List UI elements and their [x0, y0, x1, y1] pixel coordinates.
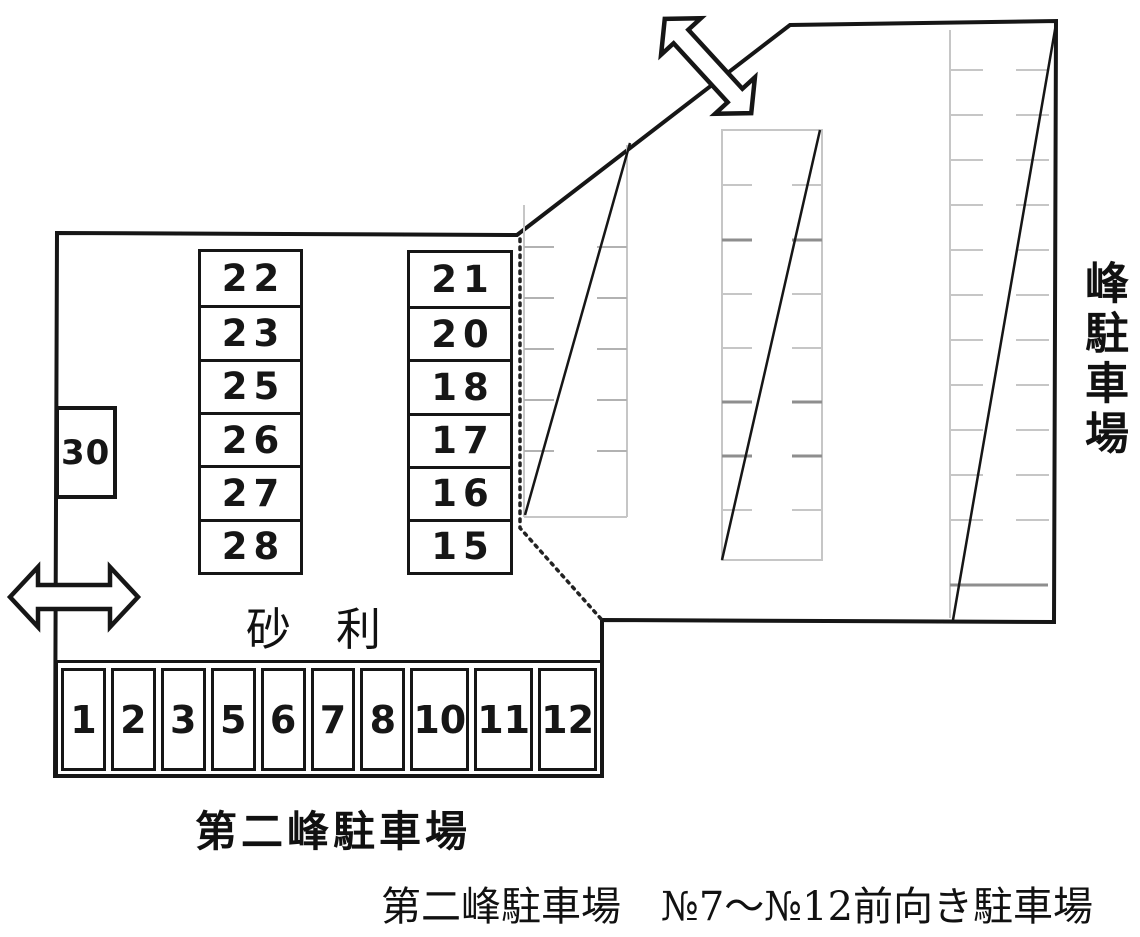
parking-space: 8 — [360, 668, 406, 771]
parking-space: 12 — [538, 668, 598, 771]
crossed-out-stroke-c — [951, 23, 1058, 621]
parking-space: 23 — [201, 305, 300, 358]
adjacent-lot-label: 峰駐車場 — [1077, 260, 1128, 460]
parking-space: 25 — [201, 358, 300, 412]
parking-space: 15 — [410, 518, 510, 572]
dotted-boundary — [518, 237, 604, 622]
faint-stalls-column-c — [949, 30, 1049, 618]
parking-space: 21 — [431, 258, 495, 302]
parking-space: 26 — [201, 411, 300, 465]
crossed-out-stroke-b — [720, 129, 822, 561]
parking-space: 5 — [210, 668, 256, 771]
parking-space: 18 — [410, 359, 510, 412]
parking-space: 11 — [474, 668, 534, 771]
parking-space: 10 — [410, 668, 470, 771]
parking-space: 27 — [201, 465, 300, 518]
parking-space-30: 30 — [55, 406, 117, 499]
parking-space: 1 — [61, 668, 106, 771]
lot-title: 第二峰駐車場 — [195, 807, 472, 856]
parking-space: 6 — [260, 668, 306, 771]
stall-column-west: 22 23 25 26 27 28 — [198, 249, 303, 575]
parking-space: 2 — [110, 668, 156, 771]
parking-space: 17 — [410, 412, 510, 466]
parking-space: 28 — [201, 518, 300, 572]
faint-stalls-column-b-dark-ticks — [722, 238, 822, 458]
two-way-diagonal-arrow-icon — [658, 15, 758, 117]
caption-note: 第二峰駐車場 №7～№12前向き駐車場 — [381, 884, 1094, 930]
crossed-out-stroke-a — [523, 142, 632, 516]
parking-space: 20 — [410, 306, 510, 359]
faint-stalls-column-a — [523, 145, 628, 518]
stall-row-south: 1 2 3 5 6 7 8 10 11 12 — [55, 660, 603, 777]
parking-space: 16 — [410, 465, 510, 519]
parking-space: 22 — [221, 257, 286, 301]
stall-column-east: 21 20 18 17 16 15 — [407, 250, 513, 575]
parking-space: 3 — [160, 668, 206, 771]
crossed-out-strokes — [523, 23, 1058, 621]
parking-space: 7 — [310, 668, 356, 771]
gravel-surface-label: 砂 利 — [246, 603, 382, 656]
faint-stalls-column-a-ticks — [524, 246, 627, 452]
two-way-horizontal-arrow-icon — [6, 561, 142, 633]
